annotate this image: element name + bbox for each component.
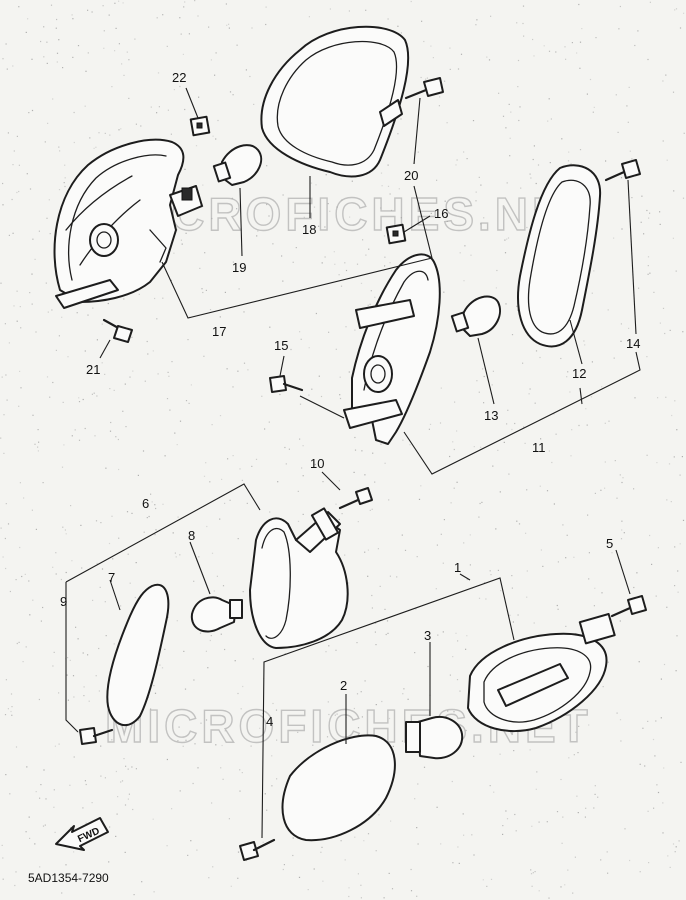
rear-left-lens xyxy=(260,25,410,178)
callout-13: 13 xyxy=(484,408,498,423)
callout-9: 9 xyxy=(60,594,67,609)
callout-16: 16 xyxy=(434,206,448,221)
callout-3: 3 xyxy=(424,628,431,643)
bulb-19 xyxy=(212,144,263,186)
callout-8: 8 xyxy=(188,528,195,543)
callout-5: 5 xyxy=(606,536,613,551)
bulb-13 xyxy=(450,295,501,337)
screw-14 xyxy=(604,159,641,182)
screw-21 xyxy=(102,318,133,343)
callout-2: 2 xyxy=(340,678,347,693)
bulb-8 xyxy=(190,596,243,633)
screw-5 xyxy=(610,595,647,618)
callout-22: 22 xyxy=(172,70,186,85)
callout-11: 11 xyxy=(532,440,546,455)
drawing-code: 5AD1354-7290 xyxy=(28,871,109,885)
screw-9 xyxy=(79,727,114,745)
callout-6: 6 xyxy=(142,496,149,511)
callout-19: 19 xyxy=(232,260,246,275)
leader-lines xyxy=(65,87,641,839)
screw-10 xyxy=(338,487,373,510)
bulb-3 xyxy=(405,716,464,760)
callout-10: 10 xyxy=(310,456,324,471)
callout-18: 18 xyxy=(302,222,316,237)
callout-12: 12 xyxy=(572,366,586,381)
callout-4: 4 xyxy=(266,714,273,729)
screw-20 xyxy=(404,77,444,100)
callout-7: 7 xyxy=(108,570,115,585)
callout-21: 21 xyxy=(86,362,100,377)
callout-1: 1 xyxy=(454,560,461,575)
screw-15 xyxy=(269,375,304,393)
front-left-body xyxy=(249,507,349,649)
callout-20: 20 xyxy=(404,168,418,183)
rear-right-lens xyxy=(517,164,602,348)
front-right-body xyxy=(467,612,616,732)
front-left-lens xyxy=(106,583,170,727)
front-right-lens xyxy=(281,734,396,842)
callouts: 22 19 18 20 17 21 16 15 13 12 14 11 10 6… xyxy=(60,70,640,729)
rear-left-body xyxy=(53,138,203,309)
callout-17: 17 xyxy=(212,324,226,339)
callout-14: 14 xyxy=(626,336,640,351)
callout-15: 15 xyxy=(274,338,288,353)
screw-4 xyxy=(239,838,276,861)
fwd-arrow-badge: FWD xyxy=(55,817,109,851)
rear-right-body xyxy=(343,253,441,445)
